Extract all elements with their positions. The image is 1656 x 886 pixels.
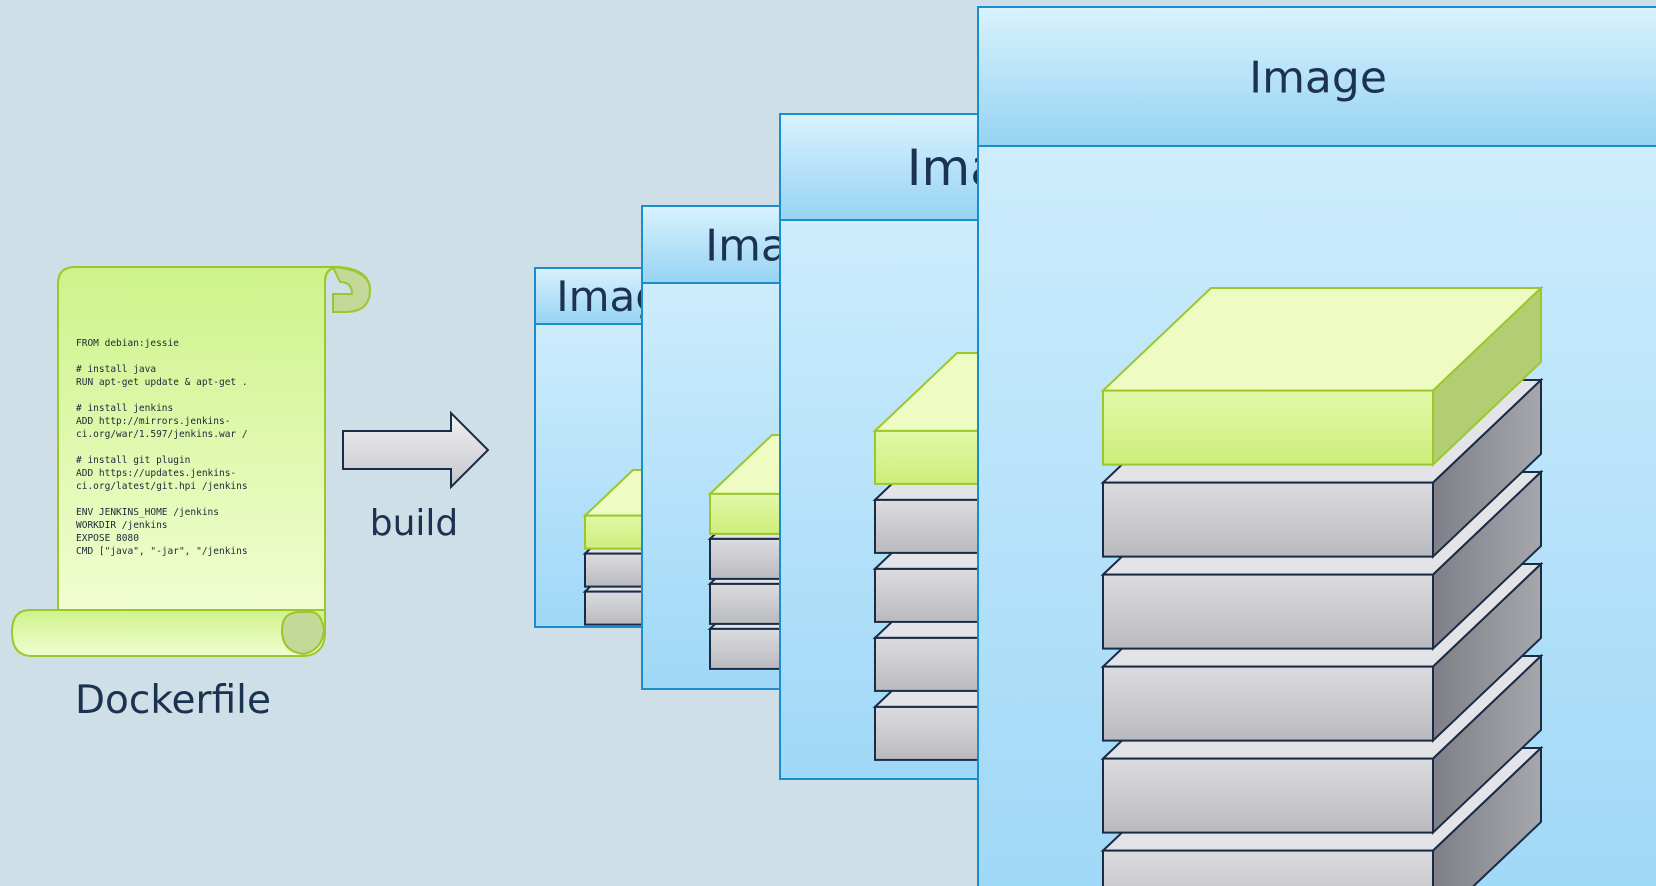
dockerfile-label: Dockerfile [75, 678, 271, 723]
top-layer [1100, 285, 1544, 467]
dockerfile-line: # install jenkins [76, 403, 173, 414]
build-label: build [370, 503, 459, 544]
dockerfile-line: CMD ["java", "-jar", "/jenkins [76, 546, 248, 557]
image-title: Image [1249, 52, 1387, 103]
dockerfile-line: ci.org/war/1.597/jenkins.war / [76, 429, 248, 440]
image-panel: Image [977, 6, 1656, 886]
dockerfile-line: # install git plugin [76, 455, 190, 466]
image-stack: ImageImageImageImage [534, 6, 1656, 886]
dockerfile-line: WORKDIR /jenkins [76, 520, 168, 531]
dockerfile-line: ENV JENKINS_HOME /jenkins [76, 507, 219, 518]
build-arrow-icon [342, 410, 490, 490]
image-panel-header [977, 6, 1656, 147]
dockerfile-line: RUN apt-get update & apt-get . [76, 377, 248, 388]
dockerfile-line: ADD https://updates.jenkins- [76, 468, 236, 479]
dockerfile-line: ci.org/latest/git.hpi /jenkins [76, 481, 248, 492]
dockerfile-line: FROM debian:jessie [76, 338, 179, 349]
dockerfile-line: ADD http://mirrors.jenkins- [76, 416, 230, 427]
dockerfile-line: EXPOSE 8080 [76, 533, 139, 544]
dockerfile-line: # install java [76, 364, 156, 375]
